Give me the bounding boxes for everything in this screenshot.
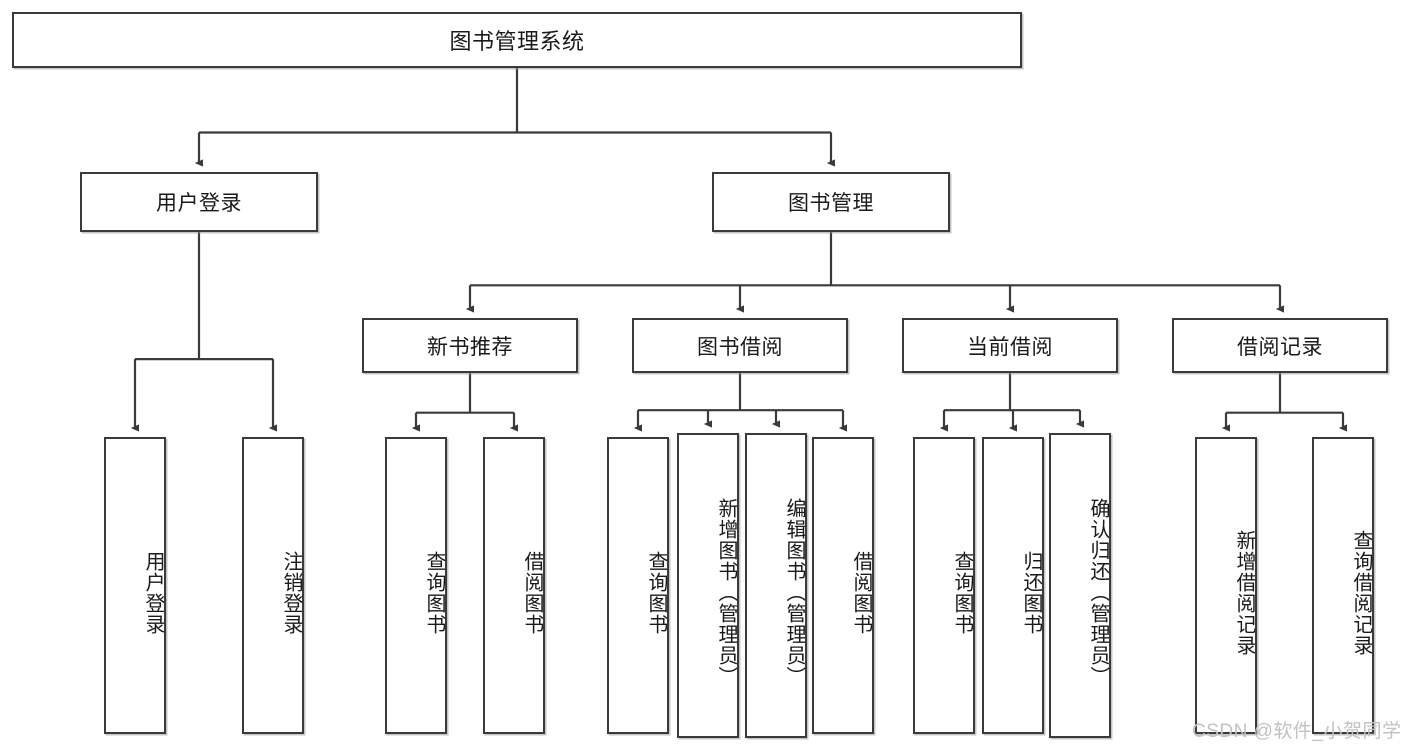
node-label: 图书管理 (788, 192, 874, 215)
node-label: 确认归还（管理员） (1087, 498, 1109, 687)
node-label: 借阅图书 (521, 550, 543, 635)
node-label: 新增图书（管理员） (715, 498, 737, 687)
node-label: 归还图书 (1020, 550, 1042, 635)
node-leaf-query-book-2[interactable]: 查询图书 (607, 437, 669, 734)
node-book-borrow[interactable]: 图书借阅 (632, 318, 848, 373)
node-leaf-return-book[interactable]: 归还图书 (982, 437, 1044, 734)
node-leaf-borrow-book-1[interactable]: 借阅图书 (483, 437, 545, 734)
node-label: 注销登录 (280, 550, 302, 635)
node-label: 查询借阅记录 (1350, 529, 1372, 656)
node-user-login[interactable]: 用户登录 (80, 172, 318, 232)
node-leaf-query-book-3[interactable]: 查询图书 (913, 437, 975, 734)
node-leaf-user-logout[interactable]: 注销登录 (242, 437, 304, 734)
node-leaf-user-login[interactable]: 用户登录 (104, 437, 166, 734)
node-leaf-confirm-return[interactable]: 确认归还（管理员） (1049, 433, 1111, 738)
node-label: 查询图书 (645, 550, 667, 635)
node-label: 用户登录 (156, 192, 242, 215)
node-book-manage[interactable]: 图书管理 (712, 172, 950, 232)
node-label: 查询图书 (951, 550, 973, 635)
node-label: 当前借阅 (967, 335, 1053, 359)
node-leaf-query-book-1[interactable]: 查询图书 (385, 437, 447, 734)
node-root-root[interactable]: 图书管理系统 (12, 12, 1022, 68)
node-label: 查询图书 (423, 550, 445, 635)
node-leaf-borrow-book-2[interactable]: 借阅图书 (812, 437, 874, 734)
node-leaf-edit-book[interactable]: 编辑图书（管理员） (745, 433, 807, 738)
node-label: 编辑图书（管理员） (783, 498, 805, 687)
node-label: 图书借阅 (697, 335, 783, 359)
node-label: 借阅图书 (850, 550, 872, 635)
node-current-borrow[interactable]: 当前借阅 (902, 318, 1118, 373)
node-leaf-query-record[interactable]: 查询借阅记录 (1312, 437, 1374, 734)
node-label: 借阅记录 (1237, 335, 1323, 359)
node-new-book-rec[interactable]: 新书推荐 (362, 318, 578, 373)
node-label: 用户登录 (142, 550, 164, 635)
node-label: 新书推荐 (427, 335, 513, 359)
node-label: 新增借阅记录 (1233, 529, 1255, 656)
node-leaf-add-record[interactable]: 新增借阅记录 (1195, 437, 1257, 734)
node-borrow-record[interactable]: 借阅记录 (1172, 318, 1388, 373)
node-label: 图书管理系统 (449, 29, 585, 54)
node-leaf-add-book[interactable]: 新增图书（管理员） (677, 433, 739, 738)
